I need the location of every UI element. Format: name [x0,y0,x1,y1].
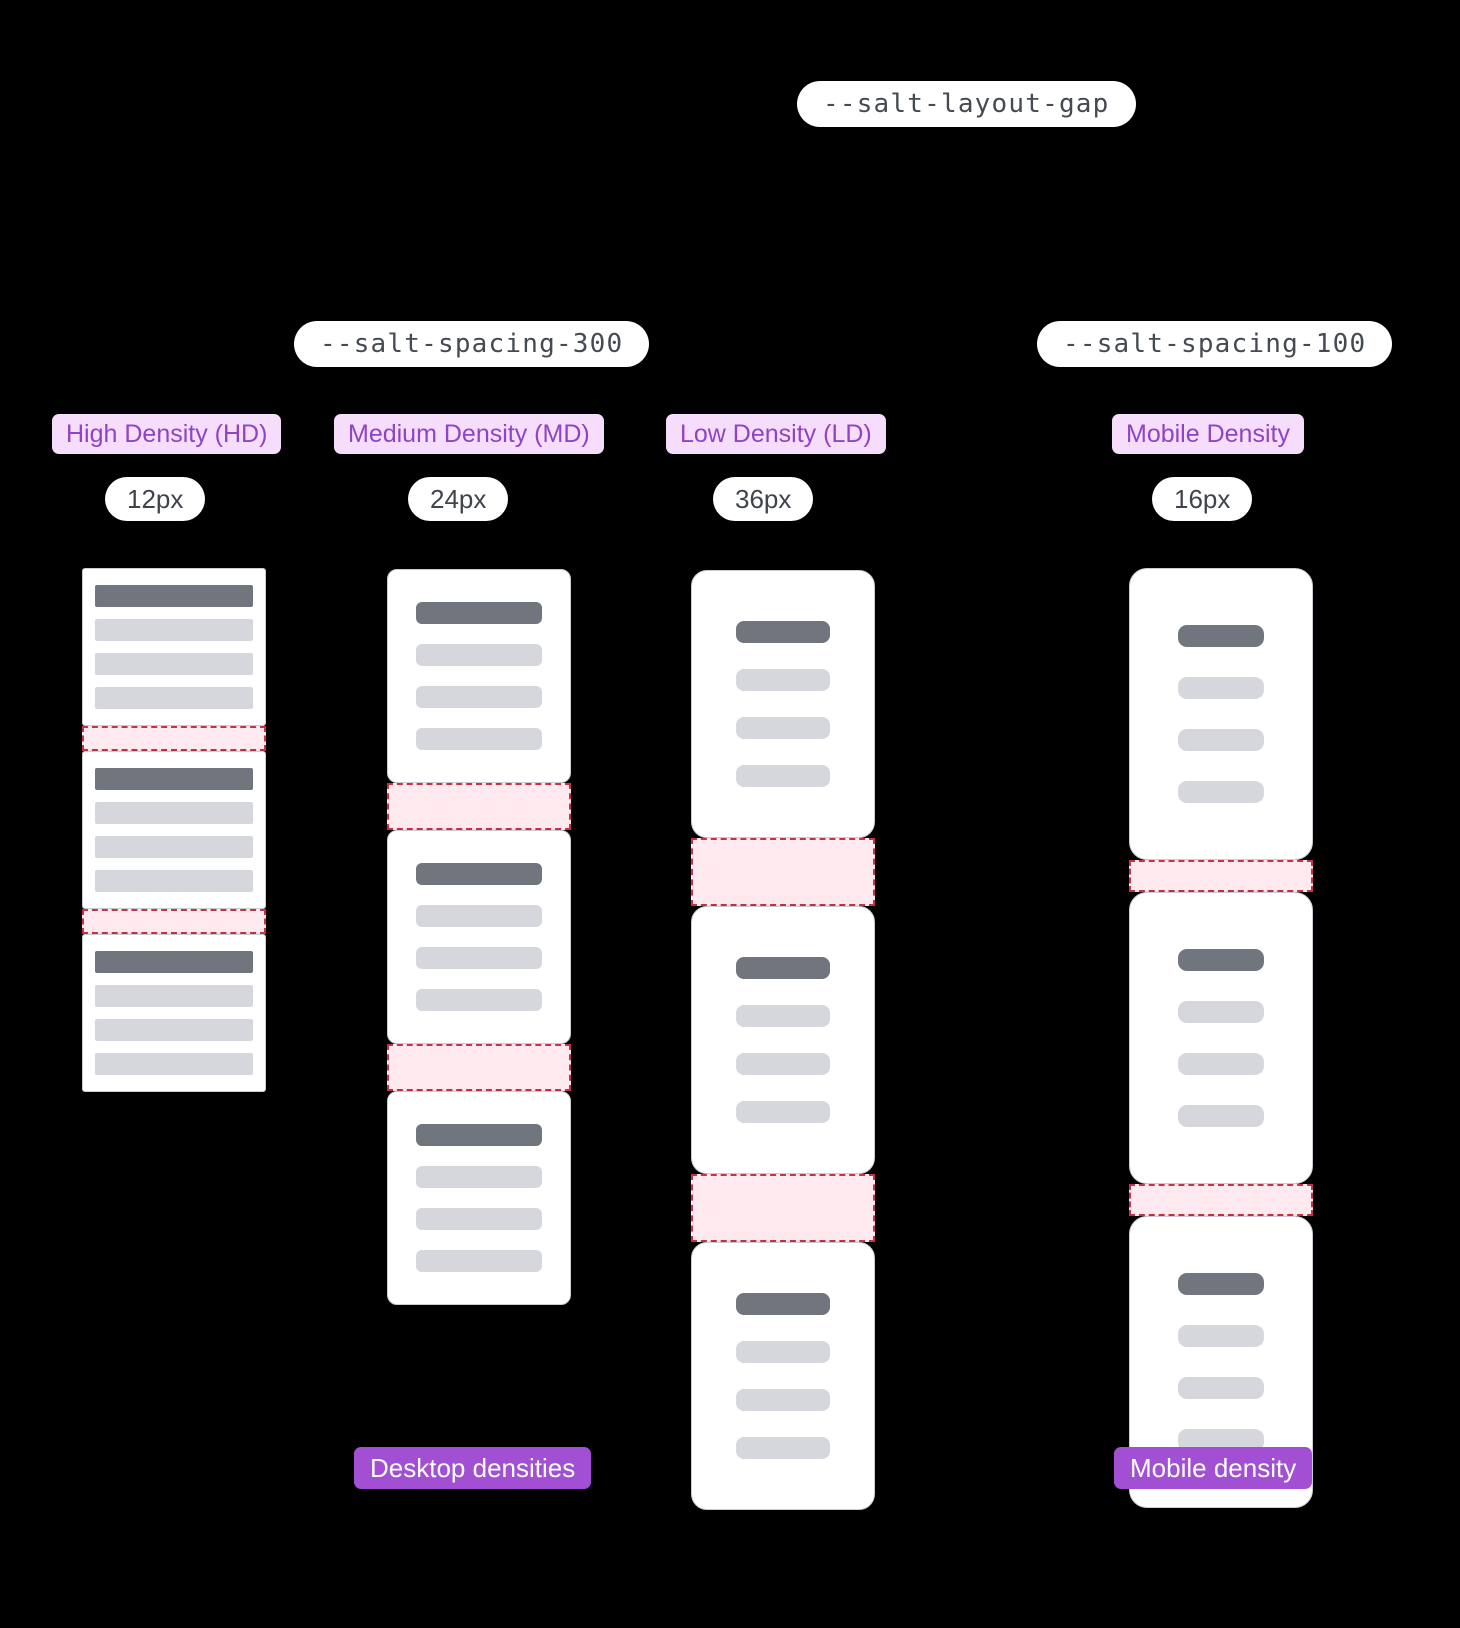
density-tag-mobile-label: Mobile Density [1126,420,1290,448]
card-line-bar [1178,729,1264,751]
card-line-bar [736,1341,830,1363]
density-tag-low: Low Density (LD) [666,414,886,454]
card-line-bar [416,1166,542,1188]
gap-value-pill-medium-label: 24px [430,484,487,514]
skeleton-card [387,569,571,783]
layout-gap-strip [82,909,266,934]
skeleton-card [82,934,266,1092]
skeleton-card [82,568,266,726]
density-tag-high: High Density (HD) [52,414,282,454]
card-title-bar [95,768,253,790]
skeleton-card [691,570,875,838]
card-line-bar [736,1101,830,1123]
card-title-bar [1178,949,1264,971]
card-title-bar [736,621,830,643]
card-line-bar [1178,1105,1264,1127]
card-line-bar [1178,1053,1264,1075]
card-line-bar [95,619,253,641]
card-line-bar [736,765,830,787]
card-line-bar [95,802,253,824]
layout-gap-strip [691,1174,875,1242]
density-stack-low [691,570,875,1510]
card-line-bar [1178,1429,1264,1451]
card-line-bar [95,836,253,858]
card-title-bar [736,957,830,979]
card-line-bar [416,905,542,927]
card-line-bar [95,687,253,709]
gap-value-pill-medium: 24px [408,477,509,521]
card-title-bar [95,585,253,607]
card-line-bar [736,1389,830,1411]
gap-value-pill-high-label: 12px [127,484,184,514]
token-pill-layout-gap-label: --salt-layout-gap [823,89,1110,119]
skeleton-card [691,906,875,1174]
token-pill-spacing-300: --salt-spacing-300 [294,321,650,367]
card-line-bar [95,1019,253,1041]
token-pill-spacing-100-label: --salt-spacing-100 [1063,329,1367,359]
card-line-bar [1178,1325,1264,1347]
token-pill-layout-gap: --salt-layout-gap [797,81,1136,127]
skeleton-card [387,1091,571,1305]
group-badge-desktop-label: Desktop densities [370,1453,576,1483]
token-pill-spacing-100: --salt-spacing-100 [1037,321,1393,367]
token-pill-spacing-300-label: --salt-spacing-300 [320,329,624,359]
card-title-bar [416,602,542,624]
layout-gap-strip [387,1044,571,1091]
card-line-bar [736,717,830,739]
layout-gap-strip [1129,860,1313,892]
gap-value-pill-mobile-label: 16px [1174,484,1231,514]
skeleton-card [1129,568,1313,860]
card-line-bar [416,686,542,708]
layout-gap-strip [387,783,571,830]
card-line-bar [416,728,542,750]
card-line-bar [1178,677,1264,699]
card-line-bar [416,644,542,666]
card-line-bar [736,1005,830,1027]
density-tag-high-label: High Density (HD) [66,420,268,448]
card-title-bar [95,951,253,973]
density-stack-mobile [1129,568,1313,1508]
skeleton-card [82,751,266,909]
card-title-bar [416,863,542,885]
density-stack-high [82,568,266,1092]
density-tag-medium-label: Medium Density (MD) [348,420,590,448]
group-badge-mobile: Mobile density [1114,1447,1313,1489]
density-tag-low-label: Low Density (LD) [680,420,872,448]
group-badge-mobile-label: Mobile density [1130,1453,1297,1483]
card-line-bar [416,947,542,969]
skeleton-card [387,830,571,1044]
layout-gap-strip [82,726,266,751]
card-line-bar [95,653,253,675]
card-line-bar [416,1250,542,1272]
density-tag-medium: Medium Density (MD) [334,414,604,454]
card-line-bar [1178,1377,1264,1399]
card-line-bar [416,1208,542,1230]
group-badge-desktop: Desktop densities [354,1447,592,1489]
gap-value-pill-low-label: 36px [735,484,792,514]
card-line-bar [95,1053,253,1075]
card-line-bar [736,1053,830,1075]
card-title-bar [1178,625,1264,647]
card-line-bar [1178,1001,1264,1023]
card-title-bar [736,1293,830,1315]
card-line-bar [95,985,253,1007]
layout-gap-strip [691,838,875,906]
card-line-bar [416,989,542,1011]
density-tag-mobile: Mobile Density [1112,414,1304,454]
card-title-bar [1178,1273,1264,1295]
card-title-bar [416,1124,542,1146]
card-line-bar [1178,781,1264,803]
card-line-bar [736,669,830,691]
gap-value-pill-mobile: 16px [1152,477,1253,521]
gap-value-pill-high: 12px [105,477,206,521]
card-line-bar [95,870,253,892]
card-line-bar [736,1437,830,1459]
skeleton-card [1129,892,1313,1184]
layout-gap-strip [1129,1184,1313,1216]
density-stack-medium [387,569,571,1305]
gap-value-pill-low: 36px [713,477,814,521]
skeleton-card [691,1242,875,1510]
